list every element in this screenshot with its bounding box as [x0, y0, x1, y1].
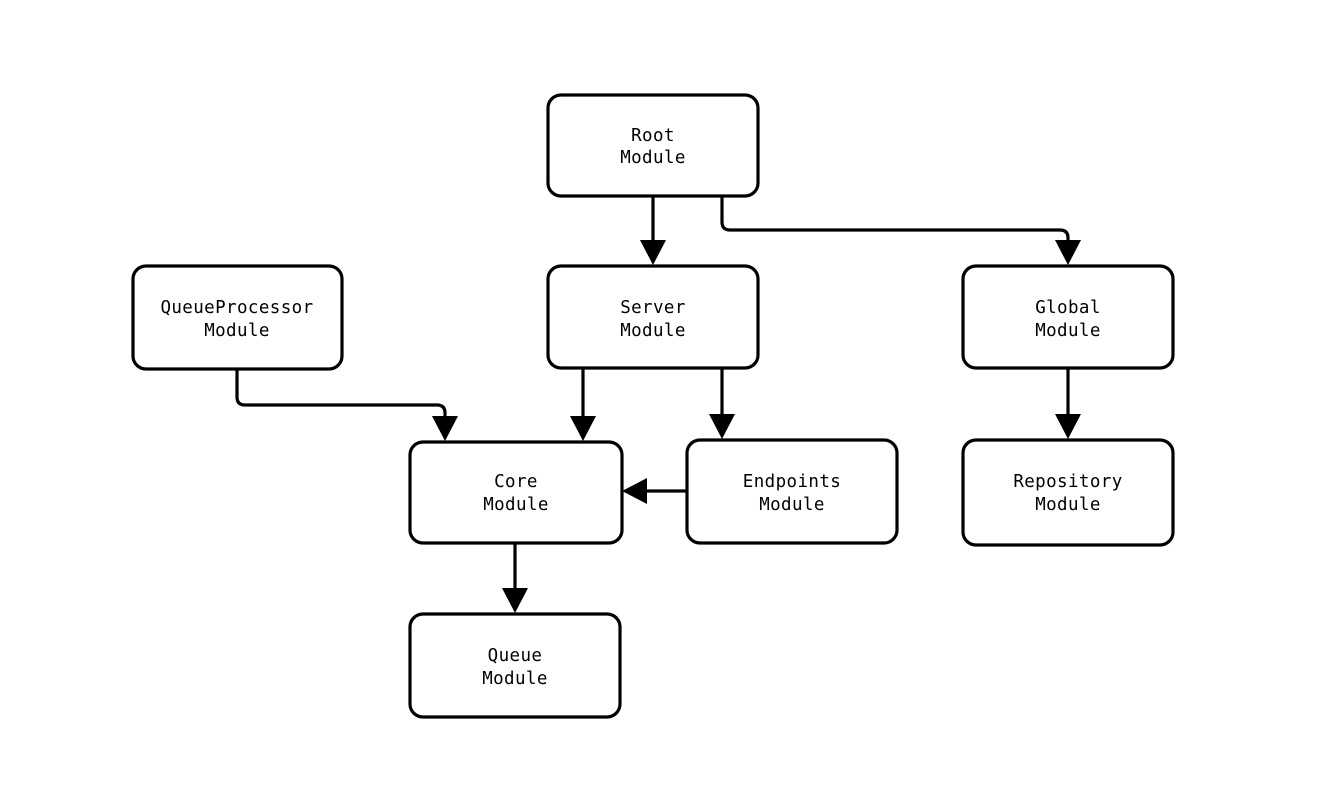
edge-layer	[235, 196, 1081, 613]
edge-global-to-repository	[1055, 368, 1081, 439]
node-label-line1: QueueProcessor	[160, 298, 313, 318]
edge-queueprocessor-to-core	[235, 369, 458, 441]
node-queueprocessor-module[interactable]: QueueProcessor Module	[131, 264, 344, 371]
node-core-module[interactable]: Core Module	[408, 440, 624, 545]
node-box[interactable]	[408, 612, 622, 719]
node-label-line1: Repository	[1013, 472, 1122, 492]
arrowhead-down-icon	[502, 588, 528, 613]
edge-root-to-global	[720, 196, 1081, 265]
node-box[interactable]	[131, 264, 344, 371]
arrowhead-down-icon	[640, 240, 666, 265]
node-label-line2: Module	[483, 495, 549, 515]
arrowhead-down-icon	[1055, 414, 1081, 439]
node-label-line1: Server	[620, 298, 686, 318]
node-label-line2: Module	[620, 321, 686, 341]
node-label-line2: Module	[1035, 321, 1101, 341]
node-global-module[interactable]: Global Module	[961, 264, 1175, 370]
node-label-line1: Global	[1035, 298, 1101, 318]
arrowhead-down-icon	[709, 414, 735, 439]
node-label-line2: Module	[204, 321, 270, 341]
node-endpoints-module[interactable]: Endpoints Module	[685, 438, 899, 545]
edge-endpoints-to-core	[622, 478, 687, 504]
node-root-module[interactable]: Root Module	[546, 93, 760, 198]
node-box[interactable]	[961, 438, 1175, 547]
node-layer: Root Module QueueProcessor Module Server…	[131, 93, 1175, 719]
node-label-line2: Module	[1035, 495, 1101, 515]
node-label-line1: Core	[494, 472, 538, 492]
node-box[interactable]	[546, 93, 760, 198]
node-box[interactable]	[961, 264, 1175, 370]
node-label-line2: Module	[620, 148, 686, 168]
node-label-line1: Queue	[488, 646, 543, 666]
edge-server-to-endpoints	[709, 368, 735, 439]
node-box[interactable]	[408, 440, 624, 545]
node-label-line1: Root	[631, 126, 675, 146]
node-server-module[interactable]: Server Module	[546, 264, 760, 370]
edge-server-to-core	[570, 368, 596, 441]
arrowhead-down-icon	[432, 416, 458, 441]
arrowhead-left-icon	[622, 478, 647, 504]
node-label-line2: Module	[759, 495, 825, 515]
edge-line	[720, 196, 1070, 248]
arrowhead-down-icon	[1055, 240, 1081, 265]
node-box[interactable]	[685, 438, 899, 545]
node-label-line1: Endpoints	[743, 472, 841, 492]
edge-line	[235, 369, 447, 424]
node-label-line2: Module	[482, 669, 548, 689]
edge-core-to-queue	[502, 543, 528, 613]
node-queue-module[interactable]: Queue Module	[408, 612, 622, 719]
arrowhead-down-icon	[570, 416, 596, 441]
edge-root-to-server	[640, 196, 666, 265]
node-repository-module[interactable]: Repository Module	[961, 438, 1175, 547]
node-box[interactable]	[546, 264, 760, 370]
